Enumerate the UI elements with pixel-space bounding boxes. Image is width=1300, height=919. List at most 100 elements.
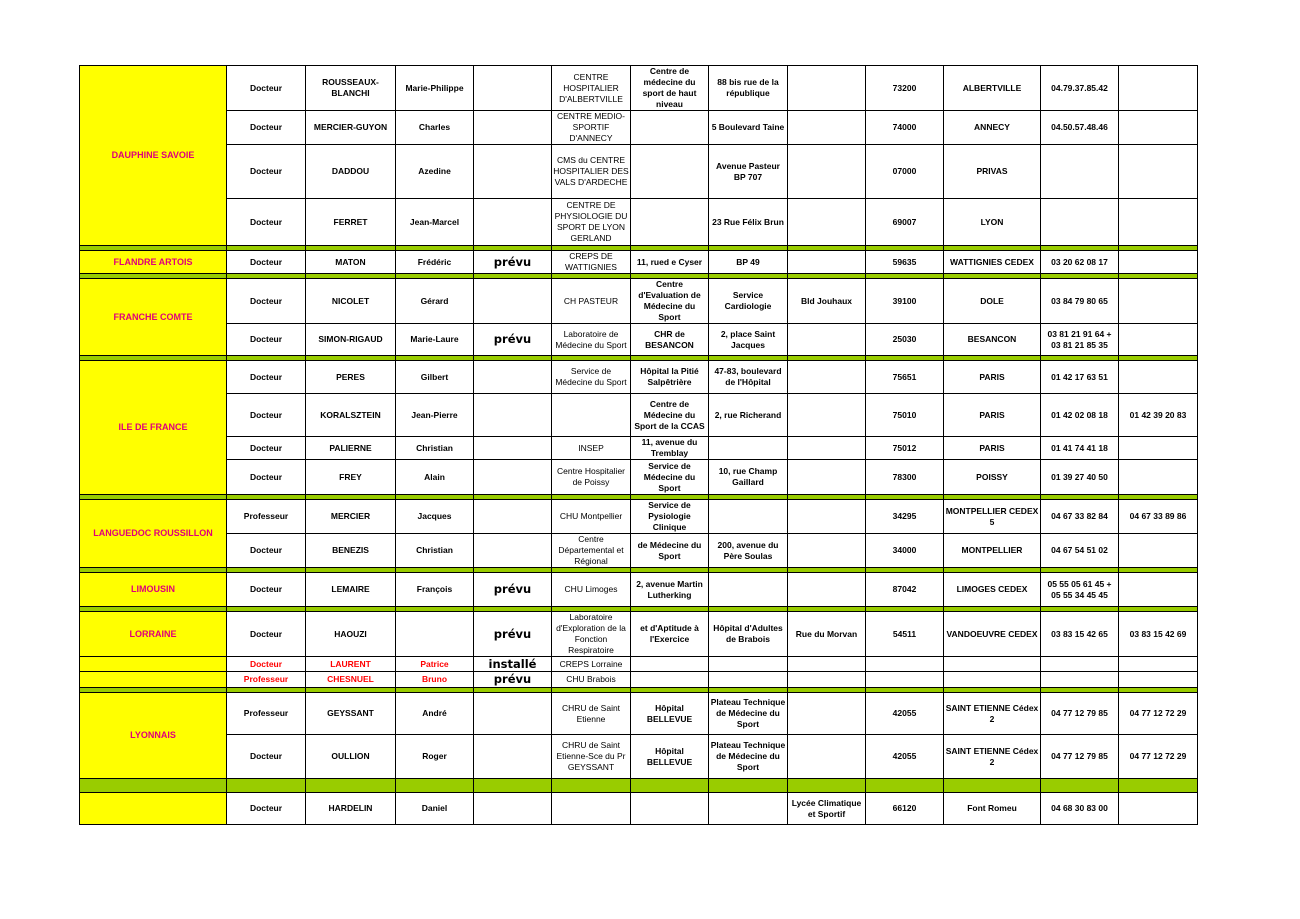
cell-title: Docteur: [226, 533, 306, 568]
cell-name: NICOLET: [305, 278, 396, 324]
cell-c1: Laboratoire de Médecine du Sport: [551, 323, 631, 356]
cell-c2: [630, 792, 709, 825]
separator-cell: [226, 778, 306, 793]
cell-first: Jacques: [395, 499, 474, 534]
cell-tel: 04.50.57.48.46: [1040, 110, 1119, 145]
cell-c2: [630, 144, 709, 199]
cell-cp: 75012: [865, 436, 944, 460]
cell-c4: [787, 533, 866, 568]
cell-first: Christian: [395, 436, 474, 460]
cell-title: Docteur: [226, 734, 306, 779]
cell-c3: Plateau Technique de Médecine du Sport: [708, 692, 788, 735]
cell-title: Docteur: [226, 611, 306, 657]
cell-city: Font Romeu: [943, 792, 1041, 825]
cell-c4: [787, 250, 866, 274]
cell-first: Azedine: [395, 144, 474, 199]
cell-tel: 04 77 12 79 85: [1040, 734, 1119, 779]
cell-c4: Rue du Morvan: [787, 611, 866, 657]
region-label: FRANCHE COMTE: [79, 278, 227, 356]
cell-first: Daniel: [395, 792, 474, 825]
cell-tel: 05 55 05 61 45 + 05 55 34 45 45: [1040, 572, 1119, 607]
cell-c3: 5 Boulevard Taine: [708, 110, 788, 145]
cell-first: Gilbert: [395, 360, 474, 394]
cell-city: POISSY: [943, 459, 1041, 495]
region-label: LANGUEDOC ROUSSILLON: [79, 499, 227, 568]
cell-c3: 23 Rue Félix Brun: [708, 198, 788, 246]
cell-c3: Avenue Pasteur BP 707: [708, 144, 788, 199]
cell-name: LEMAIRE: [305, 572, 396, 607]
separator-cell: [787, 778, 866, 793]
cell-title: Docteur: [226, 656, 306, 672]
cell-title: Docteur: [226, 572, 306, 607]
cell-c3: [708, 499, 788, 534]
cell-status: [473, 198, 552, 246]
separator-cell: [395, 778, 474, 793]
cell-title: Professeur: [226, 671, 306, 688]
cell-city: ANNECY: [943, 110, 1041, 145]
cell-cp: 39100: [865, 278, 944, 324]
cell-city: VANDOEUVRE CEDEX: [943, 611, 1041, 657]
cell-title: Docteur: [226, 436, 306, 460]
cell-c1: [551, 792, 631, 825]
region-label: LORRAINE: [79, 611, 227, 657]
cell-c4: Lycée Climatique et Sportif: [787, 792, 866, 825]
cell-title: Professeur: [226, 692, 306, 735]
cell-title: Docteur: [226, 250, 306, 274]
cell-status: prévu: [473, 572, 552, 607]
cell-c3: 88 bis rue de la république: [708, 65, 788, 111]
cell-name: PERES: [305, 360, 396, 394]
cell-tel: [1040, 656, 1119, 672]
cell-cp: 73200: [865, 65, 944, 111]
separator-cell: [708, 778, 788, 793]
cell-city: MONTPELLIER CEDEX 5: [943, 499, 1041, 534]
separator-row: [79, 778, 1198, 793]
cell-c3: 2, rue Richerand: [708, 393, 788, 437]
cell-fax: [1118, 671, 1198, 688]
separator-cell: [551, 778, 631, 793]
cell-c3: [708, 572, 788, 607]
cell-title: Docteur: [226, 65, 306, 111]
cell-tel: 04 68 30 83 00: [1040, 792, 1119, 825]
cell-c3: 10, rue Champ Gaillard: [708, 459, 788, 495]
cell-c2: Hôpital BELLEVUE: [630, 734, 709, 779]
cell-status: installé: [473, 656, 552, 672]
cell-first: Marie-Laure: [395, 323, 474, 356]
cell-cp: 34295: [865, 499, 944, 534]
cell-city: SAINT ETIENNE Cédex 2: [943, 692, 1041, 735]
separator-cell: [943, 778, 1041, 793]
cell-c3: 47-83, boulevard de l'Hôpital: [708, 360, 788, 394]
region-label: ILE DE FRANCE: [79, 360, 227, 495]
cell-status: [473, 360, 552, 394]
cell-c3: [708, 792, 788, 825]
cell-city: SAINT ETIENNE Cédex 2: [943, 734, 1041, 779]
cell-name: BENEZIS: [305, 533, 396, 568]
cell-tel: 04 67 54 51 02: [1040, 533, 1119, 568]
separator-cell: [473, 778, 552, 793]
region-label: [79, 671, 227, 688]
cell-fax: [1118, 278, 1198, 324]
cell-fax: [1118, 323, 1198, 356]
cell-c2: Hôpital la Pitié Salpêtrière: [630, 360, 709, 394]
cell-fax: 04 77 12 72 29: [1118, 734, 1198, 779]
cell-title: Docteur: [226, 323, 306, 356]
cell-cp: 25030: [865, 323, 944, 356]
cell-tel: 03 20 62 08 17: [1040, 250, 1119, 274]
cell-tel: 01 42 17 63 51: [1040, 360, 1119, 394]
cell-city: PARIS: [943, 393, 1041, 437]
cell-first: Gérard: [395, 278, 474, 324]
cell-city: PARIS: [943, 360, 1041, 394]
cell-c1: CHRU de Saint Etienne-Sce du Pr GEYSSANT: [551, 734, 631, 779]
cell-name: DADDOU: [305, 144, 396, 199]
cell-fax: 03 83 15 42 69: [1118, 611, 1198, 657]
cell-city: WATTIGNIES CEDEX: [943, 250, 1041, 274]
cell-c4: [787, 198, 866, 246]
cell-c2: 11, rued e Cyser: [630, 250, 709, 274]
